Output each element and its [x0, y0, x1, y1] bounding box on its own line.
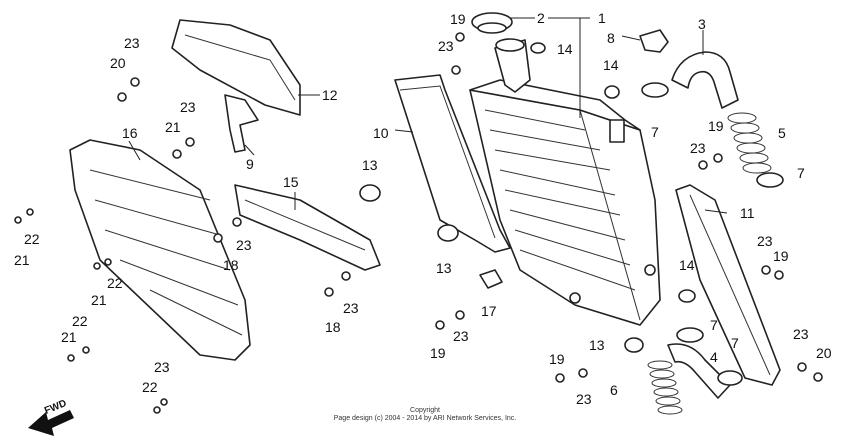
callout-7a: 7	[651, 124, 659, 140]
callout-21c: 21	[61, 329, 77, 345]
callout-14b: 14	[603, 57, 619, 73]
copyright-line2: Page design (c) 2004 - 2014 by ARI Netwo…	[333, 415, 517, 422]
callout-20a: 20	[110, 55, 126, 71]
callout-23g: 23	[757, 233, 773, 249]
callout-19d: 19	[430, 345, 446, 361]
filler-neck[interactable]	[494, 38, 531, 93]
spring-lower[interactable]	[647, 360, 683, 415]
radiator-grill-lower[interactable]	[69, 139, 251, 361]
callout-23f: 23	[343, 300, 359, 316]
callout-22b: 22	[107, 275, 123, 291]
callout-14a: 14	[557, 41, 573, 57]
grommet-1[interactable]	[359, 184, 381, 202]
callout-17: 17	[481, 303, 497, 319]
radiator-cap[interactable]	[471, 12, 513, 34]
callout-19a: 19	[450, 11, 466, 27]
hose-clamp-3[interactable]	[676, 327, 704, 343]
callout-19e: 19	[549, 351, 565, 367]
callout-1: 1	[598, 10, 606, 26]
callout-7d: 7	[731, 335, 739, 351]
hose-clamp-1[interactable]	[641, 82, 669, 98]
callout-16: 16	[122, 125, 138, 141]
copyright-notice: Copyright Page design (c) 2004 - 2014 by…	[310, 407, 540, 423]
callout-13b: 13	[436, 260, 452, 276]
callout-9: 9	[246, 156, 254, 172]
drain-cushion[interactable]	[479, 269, 503, 289]
callout-labels: 1 2 3 4 5 6 7 7 7 7 8 9 10 11 12 13 13 1…	[14, 10, 832, 407]
callout-13a: 13	[362, 157, 378, 173]
callout-7b: 7	[797, 165, 805, 181]
callout-20b: 21	[165, 119, 181, 135]
callout-10: 10	[373, 125, 389, 141]
callout-23b: 23	[180, 99, 196, 115]
callout-2: 2	[537, 10, 545, 26]
radiator-core[interactable]	[469, 79, 661, 326]
callout-21a: 21	[14, 252, 30, 268]
callout-15: 15	[283, 174, 299, 190]
callout-19c: 19	[773, 248, 789, 264]
lower-cover[interactable]	[234, 184, 381, 271]
callout-23e: 23	[236, 237, 252, 253]
callout-7c: 7	[710, 317, 718, 333]
callout-22d: 23	[154, 359, 170, 375]
callout-8: 8	[607, 30, 615, 46]
cushion-1[interactable]	[530, 42, 546, 54]
hose-clamp-4[interactable]	[717, 370, 743, 386]
grommet-2[interactable]	[437, 224, 459, 242]
callout-13c: 13	[589, 337, 605, 353]
radiator-side-cover-right[interactable]	[675, 184, 781, 386]
callout-23c: 23	[438, 38, 454, 54]
callout-22c: 22	[72, 313, 88, 329]
callout-3: 3	[698, 16, 706, 32]
copyright-line1: Copyright	[410, 407, 440, 414]
forward-direction-arrow: FWD	[28, 398, 74, 436]
fasteners	[14, 32, 823, 414]
callout-21d: 22	[142, 379, 158, 395]
cap-cover[interactable]	[639, 29, 669, 53]
grill-bracket[interactable]	[224, 94, 259, 153]
cushion-2[interactable]	[604, 85, 620, 99]
callout-11: 11	[740, 205, 755, 221]
callout-21b: 21	[91, 292, 107, 308]
callout-18a: 18	[223, 257, 239, 273]
spring-upper[interactable]	[727, 112, 772, 174]
callout-22a: 22	[24, 231, 40, 247]
hose-clamp-2[interactable]	[756, 172, 784, 188]
callout-23d: 23	[690, 140, 706, 156]
callout-23a: 23	[124, 35, 140, 51]
grommet-3[interactable]	[624, 337, 644, 353]
callout-12: 12	[322, 87, 338, 103]
callout-4: 4	[710, 349, 718, 365]
callout-19b: 19	[708, 118, 724, 134]
callout-6: 6	[610, 382, 618, 398]
upper-radiator-hose[interactable]	[671, 51, 739, 109]
callout-23k: 23	[793, 326, 809, 342]
radiator-grill-upper[interactable]	[171, 19, 301, 116]
callout-19f: 20	[816, 345, 832, 361]
callout-23h: 23	[453, 328, 469, 344]
callout-18b: 18	[325, 319, 341, 335]
callout-14c: 14	[679, 257, 695, 273]
cushion-3[interactable]	[678, 289, 696, 303]
callout-23i: 23	[576, 391, 592, 407]
callout-5: 5	[778, 125, 786, 141]
lower-radiator-hose[interactable]	[667, 343, 731, 399]
leader-lines	[128, 17, 728, 214]
